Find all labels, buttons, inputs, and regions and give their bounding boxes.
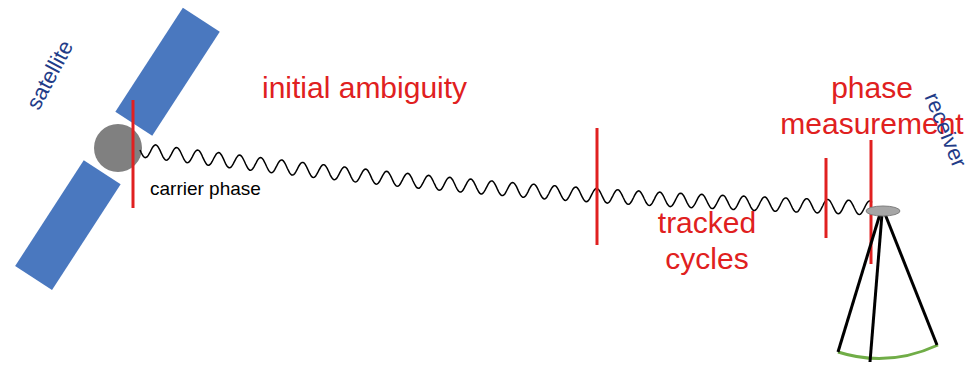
marker-line (825, 158, 828, 238)
marker-line (596, 128, 599, 245)
carrier-phase-label: carrier phase (150, 178, 261, 201)
receiver-tripod (838, 206, 938, 362)
solar-panel (115, 8, 219, 136)
carrier-wave (140, 145, 872, 215)
satellite-label: satellite (21, 36, 79, 114)
antenna (866, 206, 900, 216)
marker-line (132, 100, 135, 208)
tripod-leg (885, 214, 937, 345)
tracked-cycles-label: tracked cycles (632, 205, 782, 277)
tripod-leg (870, 214, 882, 362)
satellite-body (94, 124, 142, 172)
ground-arc (838, 345, 938, 359)
satellite-symbol (15, 8, 220, 290)
initial-ambiguity-label: initial ambiguity (262, 70, 467, 106)
solar-panel (15, 160, 121, 290)
